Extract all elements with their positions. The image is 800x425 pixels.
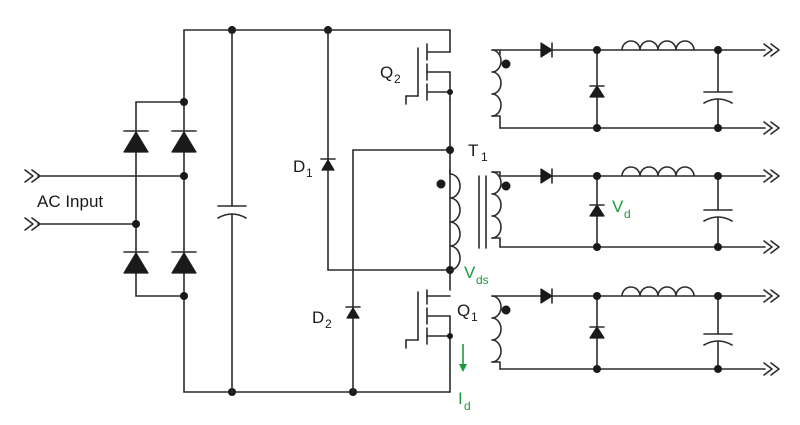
secondary-output-3 [491,286,780,376]
svg-text:D: D [312,308,324,327]
svg-text:1: 1 [481,150,488,164]
drain-current-arrow-icon [459,344,467,372]
svg-text:1: 1 [471,310,478,324]
svg-text:D: D [293,157,305,176]
primary-wiring [327,99,454,291]
svg-text:2: 2 [394,72,401,86]
svg-text:Q: Q [380,63,393,82]
diode-d2 [345,149,361,393]
mosfet-q1 [405,289,453,393]
bulk-capacitor [217,29,247,393]
bridge-rectifier [123,29,197,393]
ac-input-label: AC Input [37,192,103,211]
transformer-t1-label: T 1 [468,141,488,164]
svg-text:T: T [468,141,478,160]
vd-label: V d [612,197,631,221]
bridge-diode-4 [171,251,197,274]
secondary-output-2 [491,166,780,254]
diode-d1 [320,29,336,271]
svg-text:V: V [464,263,476,282]
svg-text:V: V [612,197,624,216]
id-label: I d [458,389,471,413]
diode-d1-label: D 1 [293,157,313,180]
mosfet-q1-label: Q 1 [457,301,478,324]
bridge-diode-3 [123,251,149,274]
svg-text:1: 1 [306,166,313,180]
bridge-diode-1 [123,130,149,153]
svg-text:d: d [464,399,471,413]
transformer-t1 [436,169,487,271]
secondary-output-1 [491,40,780,135]
ac-input-terminal-top [24,169,185,183]
svg-text:ds: ds [476,273,489,287]
ac-input-terminal-bottom [24,217,137,231]
mosfet-q2 [405,29,453,105]
mosfet-q2-label: Q 2 [380,63,401,86]
svg-text:I: I [458,389,463,408]
bridge-diode-2 [171,130,197,153]
vds-label: V ds [464,263,489,287]
svg-text:2: 2 [325,317,332,331]
diode-d2-label: D 2 [312,308,332,331]
svg-text:d: d [624,207,631,221]
svg-text:Q: Q [457,301,470,320]
